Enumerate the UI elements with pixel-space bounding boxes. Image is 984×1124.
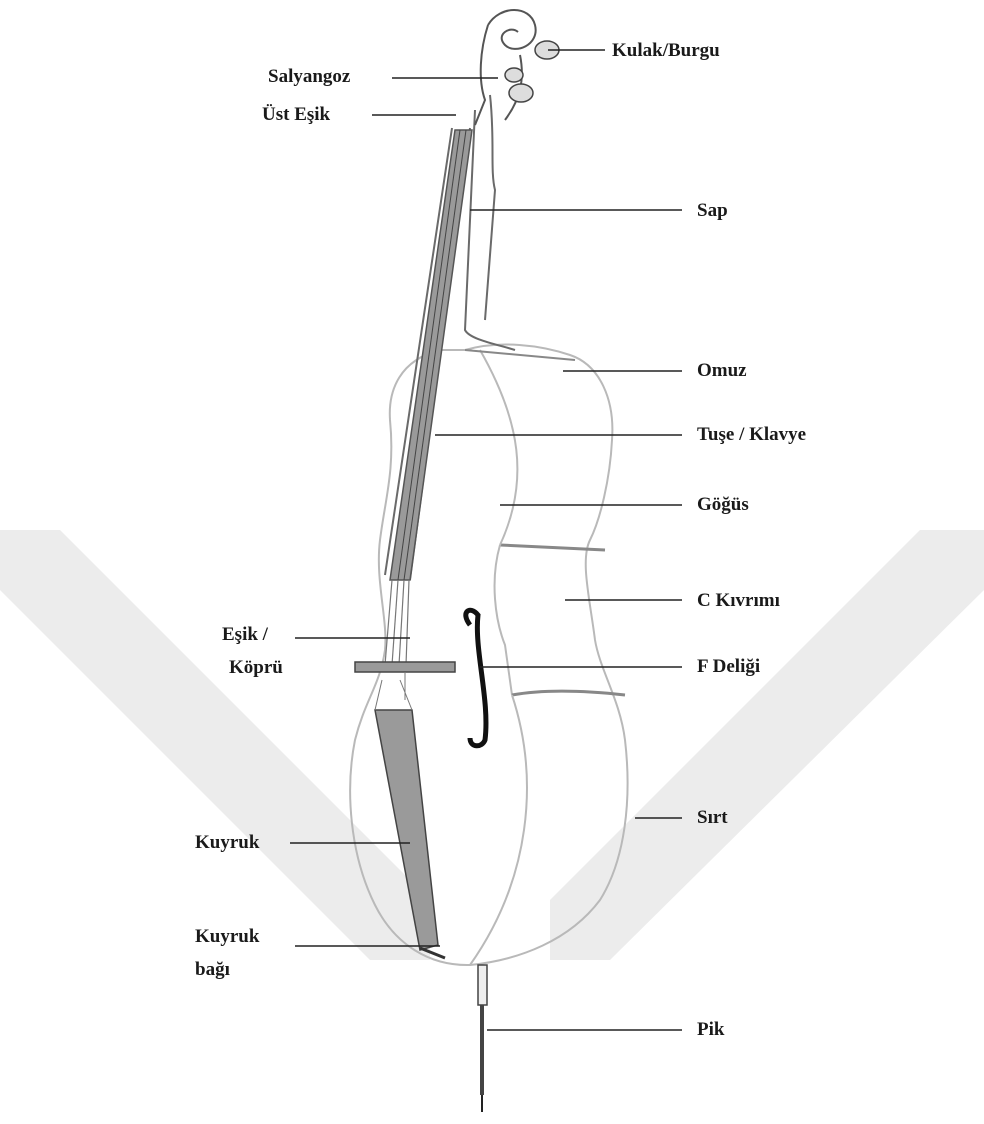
label-pik: Pik [697, 1019, 724, 1041]
bridge [355, 662, 455, 700]
label-c-kivrimi: C Kıvrımı [697, 590, 780, 612]
f-hole [466, 610, 486, 746]
label-kulak: Kulak/Burgu [612, 40, 720, 62]
label-sirt: Sırt [697, 807, 728, 829]
label-ust-esik: Üst Eşik [262, 104, 330, 126]
label-esik-line1: Eşik / [222, 624, 268, 646]
label-sap: Sap [697, 200, 728, 222]
label-f-deligi: F Deliği [697, 656, 760, 678]
label-tuse: Tuşe / Klavye [697, 424, 806, 446]
strings [385, 580, 409, 665]
label-salyangoz: Salyangoz [268, 66, 350, 88]
label-kuyruk-bagi-line2: bağı [195, 959, 230, 981]
label-gogus: Göğüs [697, 494, 749, 516]
label-kuyruk: Kuyruk [195, 832, 259, 854]
watermark [0, 530, 984, 960]
fingerboard [390, 130, 472, 580]
scroll [475, 10, 536, 125]
endpin [478, 965, 487, 1112]
label-omuz: Omuz [697, 360, 747, 382]
label-kuyruk-bagi-line1: Kuyruk [195, 926, 259, 948]
label-esik-line2: Köprü [229, 657, 283, 679]
